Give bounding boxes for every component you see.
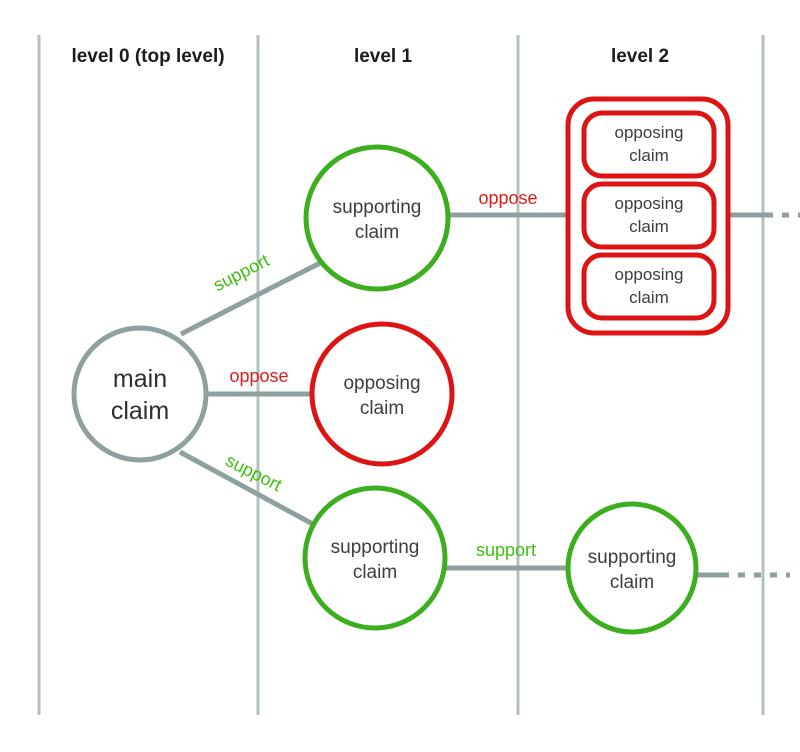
opposing-claim-box-1[interactable]: [581, 110, 717, 179]
opposing-group-item-1[interactable]: opposing claim: [581, 110, 717, 179]
supporting-claim-circle-level2[interactable]: [565, 501, 699, 635]
node-l2-supporting[interactable]: supporting claim: [565, 501, 699, 635]
supporting-claim-bottom-label-line2: claim: [353, 562, 397, 583]
supporting-claim-circle-bottom[interactable]: [302, 485, 448, 631]
edge-label-support-bottom: support: [222, 450, 285, 495]
opposing-group-item-3[interactable]: opposing claim: [581, 252, 717, 321]
opposing-group-item-2[interactable]: opposing claim: [581, 181, 717, 250]
edge-label-support-top: support: [210, 250, 273, 295]
opposing-claim-label-line1: opposing: [343, 373, 420, 394]
opposing-claim-box-1-line1: opposing: [614, 123, 683, 142]
level-header-2: level 2: [611, 46, 669, 67]
supporting-claim-level2-label-line1: supporting: [588, 547, 677, 568]
node-l1-opposing[interactable]: opposing claim: [309, 321, 455, 467]
node-main-claim[interactable]: main claim: [71, 325, 209, 463]
column-dividers: [37, 35, 765, 715]
supporting-claim-circle-top[interactable]: [303, 144, 451, 292]
edge-connectors: [178, 212, 800, 578]
node-l1-supporting-bottom[interactable]: supporting claim: [302, 485, 448, 631]
level-headers: level 0 (top level) level 1 level 2: [71, 46, 669, 67]
connector-main-to-l1-supporting-bottom: [178, 449, 322, 531]
level-header-0: level 0 (top level): [71, 46, 224, 67]
supporting-claim-top-label-line2: claim: [355, 222, 399, 243]
main-claim-circle[interactable]: [71, 325, 209, 463]
l2-opposing-group[interactable]: opposing claim opposing claim opposing c…: [565, 96, 731, 336]
edge-label-oppose-level2: oppose: [478, 188, 537, 208]
opposing-claim-box-3[interactable]: [581, 252, 717, 321]
edge-label-oppose-mid: oppose: [229, 366, 288, 386]
main-claim-label-line1: main: [113, 365, 167, 393]
edge-label-support-level2: support: [476, 540, 536, 560]
supporting-claim-level2-label-line2: claim: [610, 572, 654, 593]
opposing-claim-box-1-line2: claim: [629, 146, 669, 165]
main-claim-label-line2: claim: [111, 397, 169, 425]
opposing-claim-circle[interactable]: [309, 321, 455, 467]
connector-main-to-l1-supporting-top: [179, 259, 324, 337]
opposing-claim-box-3-line2: claim: [629, 288, 669, 307]
opposing-claim-label-line2: claim: [360, 398, 404, 419]
opposing-claim-box-2-line1: opposing: [614, 194, 683, 213]
opposing-claim-box-2[interactable]: [581, 181, 717, 250]
node-l1-supporting-top[interactable]: supporting claim: [303, 144, 451, 292]
opposing-claim-box-3-line1: opposing: [614, 265, 683, 284]
supporting-claim-top-label-line1: supporting: [333, 197, 422, 218]
opposing-claim-box-2-line2: claim: [629, 217, 669, 236]
supporting-claim-bottom-label-line1: supporting: [331, 537, 420, 558]
level-header-1: level 1: [354, 46, 413, 67]
